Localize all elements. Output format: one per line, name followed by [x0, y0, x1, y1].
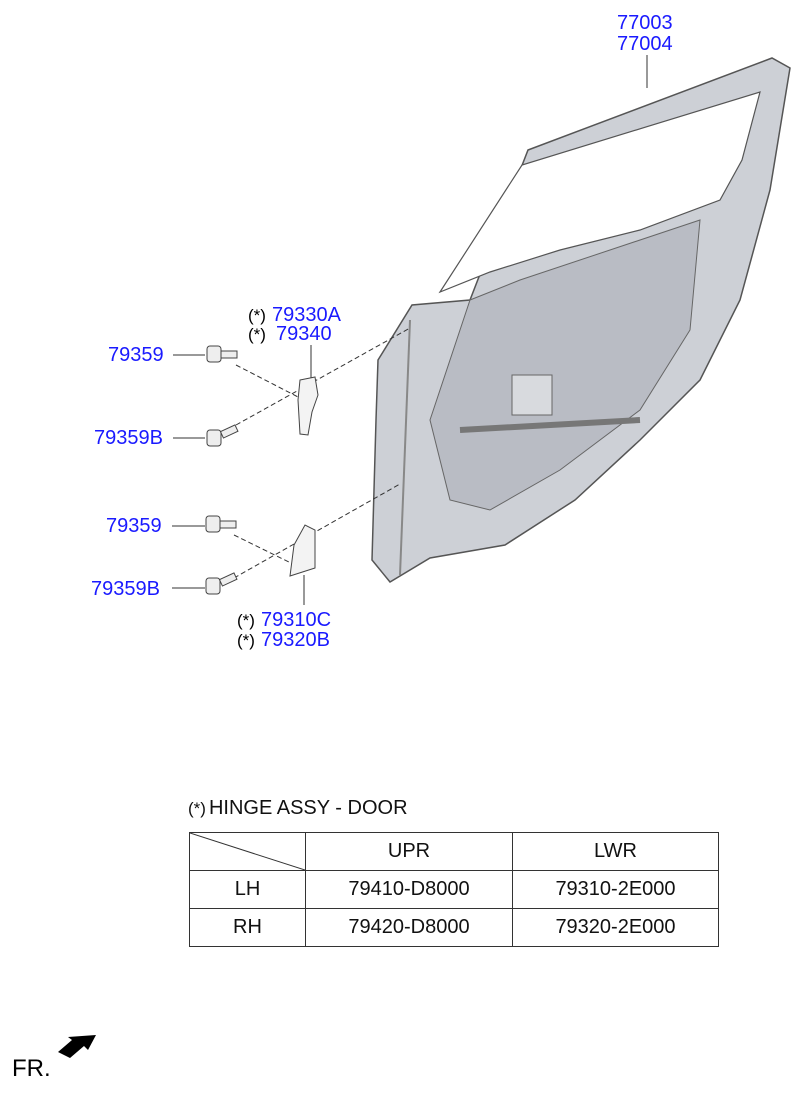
- part-number: 79320B: [260, 629, 330, 651]
- table-cell: 79410-D8000: [305, 870, 513, 909]
- callout-79359-upper[interactable]: 79359: [108, 344, 164, 366]
- callout-79359B-lower[interactable]: 79359B: [91, 578, 160, 600]
- rear-door-panel[interactable]: [371, 57, 791, 583]
- bolts: [205, 345, 239, 595]
- part-number: 79310C: [260, 609, 332, 631]
- front-indicator-label: FR.: [12, 1055, 51, 1082]
- callout-79320B[interactable]: (*) 79320B: [237, 630, 330, 651]
- column-header-upr: UPR: [305, 832, 513, 871]
- asterisk-marker: (*): [237, 611, 255, 630]
- column-header-lwr: LWR: [512, 832, 719, 871]
- callout-79359B-upper[interactable]: 79359B: [94, 427, 163, 449]
- hinge-table-title: (*)HINGE ASSY - DOOR: [188, 797, 408, 820]
- table-cell: 79420-D8000: [305, 908, 513, 947]
- callout-79330A[interactable]: (*) 79330A: [248, 305, 341, 326]
- hinge-upper[interactable]: [297, 376, 319, 436]
- hinge-lower[interactable]: [289, 524, 316, 577]
- asterisk-marker: (*): [248, 325, 266, 344]
- callout-79310C[interactable]: (*) 79310C: [237, 610, 331, 631]
- asterisk-marker: (*): [248, 306, 266, 325]
- asterisk-marker: (*): [188, 799, 206, 818]
- row-header: RH: [189, 908, 306, 947]
- diagonal-header-cell: [189, 832, 306, 871]
- row-header: LH: [189, 870, 306, 909]
- table-cell: 79320-2E000: [512, 908, 719, 947]
- title-text: HINGE ASSY - DOOR: [208, 797, 408, 819]
- part-number: 79330A: [271, 304, 341, 326]
- callout-77003[interactable]: 77003: [617, 12, 673, 34]
- part-number: 79340: [275, 323, 332, 345]
- callout-79340[interactable]: (*) 79340: [248, 324, 332, 345]
- front-arrow-icon: [58, 1035, 96, 1058]
- table-cell: 79310-2E000: [512, 870, 719, 909]
- callout-77004[interactable]: 77004: [617, 33, 673, 55]
- table-row: LH 79410-D8000 79310-2E000: [189, 870, 719, 909]
- table-row: RH 79420-D8000 79320-2E000: [189, 908, 719, 947]
- table-header-row: UPR LWR: [189, 832, 719, 871]
- hinge-table: UPR LWR LH 79410-D8000 79310-2E000 RH 79…: [189, 832, 719, 947]
- asterisk-marker: (*): [237, 631, 255, 650]
- callout-79359-lower[interactable]: 79359: [106, 515, 162, 537]
